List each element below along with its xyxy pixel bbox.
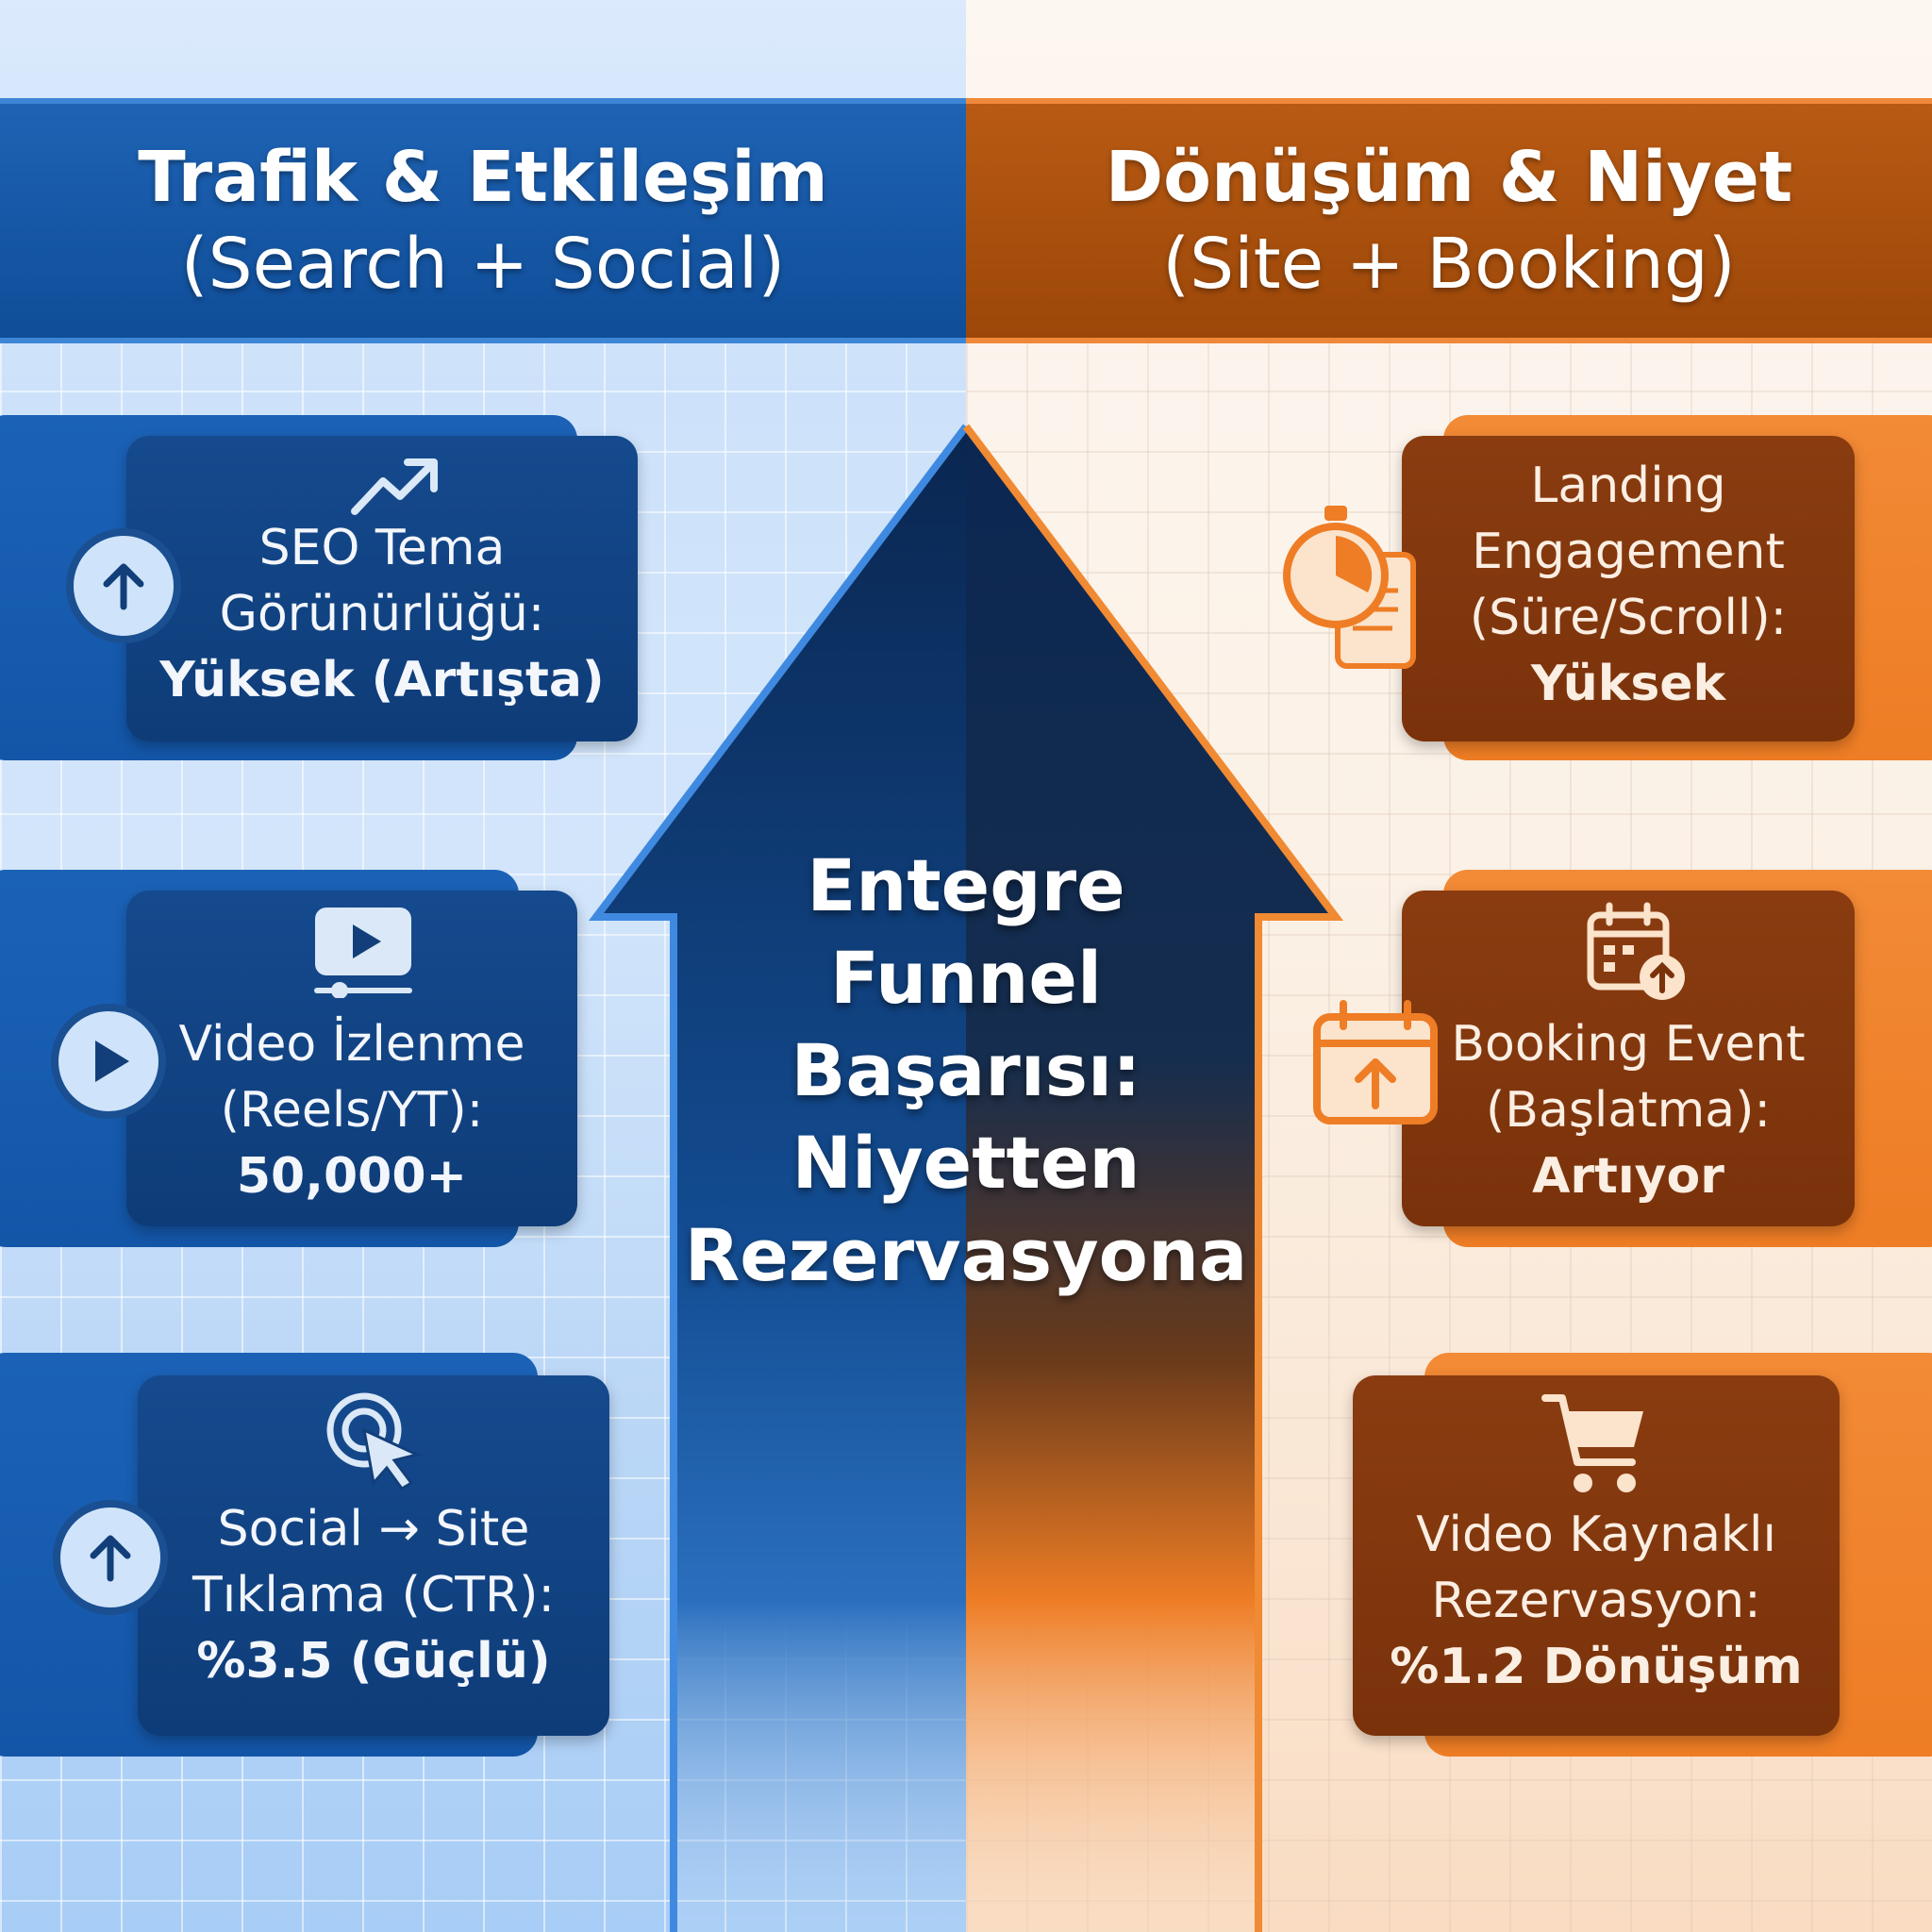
center-line: Entegre bbox=[807, 843, 1125, 927]
card-label: Engagement bbox=[1472, 524, 1785, 580]
left-header: Trafik & Etkileşim (Search + Social) bbox=[0, 98, 966, 343]
card-label: Social → Site bbox=[217, 1501, 530, 1557]
play-icon bbox=[51, 1004, 166, 1119]
card-label: (Süre/Scroll): bbox=[1469, 590, 1788, 646]
booking-event-card: Booking Event (Başlatma): Artıyor bbox=[1402, 891, 1855, 1226]
calendar-arrow-icon bbox=[1313, 1000, 1438, 1124]
center-title: Entegre Funnel Başarısı: Niyetten Rezerv… bbox=[683, 840, 1249, 1302]
center-line: Funnel bbox=[829, 936, 1103, 1020]
landing-engagement-card: Landing Engagement (Süre/Scroll): Yüksek bbox=[1402, 436, 1855, 741]
card-label: Landing bbox=[1530, 458, 1726, 514]
card-label: SEO Tema bbox=[258, 520, 506, 576]
card-value: %1.2 Dönüşüm bbox=[1390, 1639, 1803, 1695]
center-line: Rezervasyona bbox=[684, 1213, 1248, 1297]
arrow-right-half bbox=[966, 426, 1336, 1932]
right-header-title: Dönüşüm & Niyet bbox=[1105, 137, 1793, 218]
seo-visibility-card: SEO Tema Görünürlüğü: Yüksek (Artışta) bbox=[126, 436, 638, 741]
trend-up-icon bbox=[351, 458, 438, 515]
card-label: (Reels/YT): bbox=[220, 1082, 484, 1139]
card-label: Rezervasyon: bbox=[1431, 1573, 1761, 1629]
stopwatch-scroll-icon bbox=[1283, 506, 1416, 669]
arrow-up-icon bbox=[53, 1500, 168, 1615]
social-ctr-card: Social → Site Tıklama (CTR): %3.5 (Güçlü… bbox=[138, 1375, 609, 1736]
right-header: Dönüşüm & Niyet (Site + Booking) bbox=[966, 98, 1932, 343]
card-value: %3.5 (Güçlü) bbox=[196, 1633, 551, 1690]
card-label: Tıklama (CTR): bbox=[192, 1567, 555, 1624]
arrow-right-outline bbox=[962, 424, 1344, 1932]
calendar-up-icon bbox=[1587, 902, 1685, 1000]
center-line: Niyetten bbox=[791, 1121, 1141, 1205]
click-cursor-icon bbox=[326, 1392, 422, 1491]
video-player-icon bbox=[314, 908, 412, 998]
arrow-up-icon bbox=[66, 528, 181, 643]
card-value: Artıyor bbox=[1532, 1148, 1724, 1205]
center-line: Başarısı: bbox=[791, 1028, 1141, 1112]
arrow-left-half bbox=[596, 426, 966, 1932]
card-value: 50,000+ bbox=[236, 1148, 468, 1205]
left-header-subtitle: (Search + Social) bbox=[180, 224, 786, 305]
video-booking-card: Video Kaynaklı Rezervasyon: %1.2 Dönüşüm bbox=[1353, 1375, 1840, 1736]
left-header-title: Trafik & Etkileşim bbox=[138, 137, 828, 218]
card-value: Yüksek bbox=[1530, 656, 1726, 712]
video-views-card: Video İzlenme (Reels/YT): 50,000+ bbox=[126, 891, 577, 1226]
card-label: Booking Event bbox=[1451, 1016, 1806, 1073]
shopping-cart-icon bbox=[1541, 1394, 1643, 1492]
arrow-left-outline bbox=[588, 424, 970, 1932]
card-label: Video İzlenme bbox=[178, 1016, 525, 1073]
card-label: Video Kaynaklı bbox=[1416, 1507, 1776, 1563]
card-label: Görünürlüğü: bbox=[219, 586, 545, 642]
card-value: Yüksek (Artışta) bbox=[159, 652, 605, 708]
right-header-subtitle: (Site + Booking) bbox=[1162, 224, 1736, 305]
card-label: (Başlatma): bbox=[1486, 1082, 1771, 1139]
